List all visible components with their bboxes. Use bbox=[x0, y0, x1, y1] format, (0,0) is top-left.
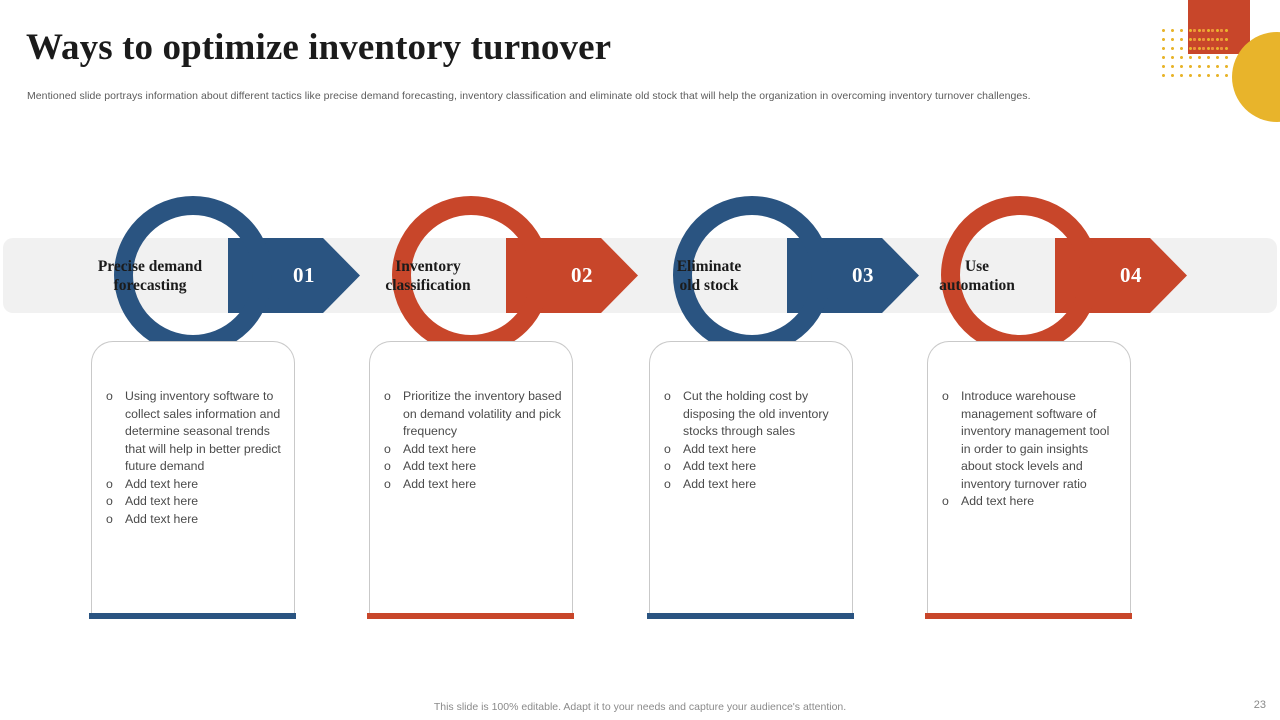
list-item-text: Using inventory software to collect sale… bbox=[125, 389, 281, 473]
stage-ring-02 bbox=[392, 196, 550, 354]
list-item-text: Prioritize the inventory based on demand… bbox=[403, 389, 562, 438]
list-item-text: Add text here bbox=[403, 441, 477, 456]
bullet-icon: o bbox=[942, 494, 949, 508]
list-item-text: Add text here bbox=[403, 476, 477, 491]
detail-card-02: o Prioritize the inventory based on deman… bbox=[369, 341, 573, 613]
bullet-icon: o bbox=[384, 389, 391, 403]
list-item-text: Add text here bbox=[125, 511, 199, 526]
list-item: o Cut the holding cost by disposing the o… bbox=[662, 388, 842, 441]
bullet-icon: o bbox=[106, 476, 113, 491]
list-item-text: Add text here bbox=[125, 494, 199, 508]
bullet-icon: o bbox=[106, 511, 113, 526]
bullet-icon: o bbox=[664, 459, 671, 473]
stage-number-04: 04 bbox=[1120, 263, 1142, 287]
stage-number-02: 02 bbox=[571, 263, 593, 287]
bullet-icon: o bbox=[384, 476, 391, 491]
stage-ring-03 bbox=[673, 196, 831, 354]
bullet-icon: o bbox=[106, 494, 113, 508]
detail-card-04: o Introduce warehouse management software… bbox=[927, 341, 1131, 613]
footer-note: This slide is 100% editable. Adapt it to… bbox=[433, 701, 847, 713]
list-item-text: Introduce warehouse management software … bbox=[961, 389, 1110, 491]
bullet-icon: o bbox=[664, 389, 671, 403]
card-accent-bar-02 bbox=[367, 613, 574, 619]
list-item-text: Cut the holding cost by disposing the ol… bbox=[683, 389, 829, 438]
stage-number-03: 03 bbox=[852, 263, 874, 287]
card-bullet-list: o Cut the holding cost by disposing the o… bbox=[650, 342, 852, 493]
list-item-text: Add text here bbox=[125, 476, 199, 491]
list-item-text: Add text here bbox=[683, 441, 757, 456]
list-item: o Add text here bbox=[104, 511, 284, 529]
bullet-icon: o bbox=[664, 476, 671, 491]
stage-ring-04 bbox=[941, 196, 1099, 354]
list-item: o Add text here bbox=[382, 458, 562, 476]
page-number: 23 bbox=[1253, 699, 1266, 711]
bullet-icon: o bbox=[106, 389, 113, 403]
list-item: o Add text here bbox=[104, 493, 284, 511]
bullet-icon: o bbox=[384, 441, 391, 456]
list-item-text: Add text here bbox=[683, 459, 757, 473]
stage-ring-01 bbox=[114, 196, 272, 354]
list-item: o Add text here bbox=[382, 476, 562, 494]
list-item-text: Add text here bbox=[961, 494, 1035, 508]
card-accent-bar-01 bbox=[89, 613, 296, 619]
bullet-icon: o bbox=[942, 389, 949, 403]
bullet-icon: o bbox=[384, 459, 391, 473]
detail-card-01: o Using inventory software to collect sal… bbox=[91, 341, 295, 613]
bullet-icon: o bbox=[664, 441, 671, 456]
list-item-text: Add text here bbox=[403, 459, 477, 473]
list-item-text: Add text here bbox=[683, 476, 757, 491]
list-item: o Add text here bbox=[662, 441, 842, 459]
list-item: o Add text here bbox=[382, 441, 562, 459]
list-item: o Add text here bbox=[662, 458, 842, 476]
page-subtitle: Mentioned slide portrays information abo… bbox=[27, 90, 1031, 102]
list-item: o Introduce warehouse management software… bbox=[940, 388, 1120, 493]
list-item: o Using inventory software to collect sal… bbox=[104, 388, 284, 476]
list-item: o Add text here bbox=[104, 476, 284, 494]
list-item: o Add text here bbox=[940, 493, 1120, 511]
card-accent-bar-04 bbox=[925, 613, 1132, 619]
card-bullet-list: o Prioritize the inventory based on deman… bbox=[370, 342, 572, 493]
list-item: o Add text here bbox=[662, 476, 842, 494]
page-title: Ways to optimize inventory turnover bbox=[26, 27, 612, 68]
decorative-dot-grid-overlay bbox=[1188, 24, 1229, 54]
card-bullet-list: o Using inventory software to collect sal… bbox=[92, 342, 294, 528]
detail-card-03: o Cut the holding cost by disposing the o… bbox=[649, 341, 853, 613]
list-item: o Prioritize the inventory based on deman… bbox=[382, 388, 562, 441]
card-bullet-list: o Introduce warehouse management software… bbox=[928, 342, 1130, 511]
card-accent-bar-03 bbox=[647, 613, 854, 619]
stage-number-01: 01 bbox=[293, 263, 315, 287]
